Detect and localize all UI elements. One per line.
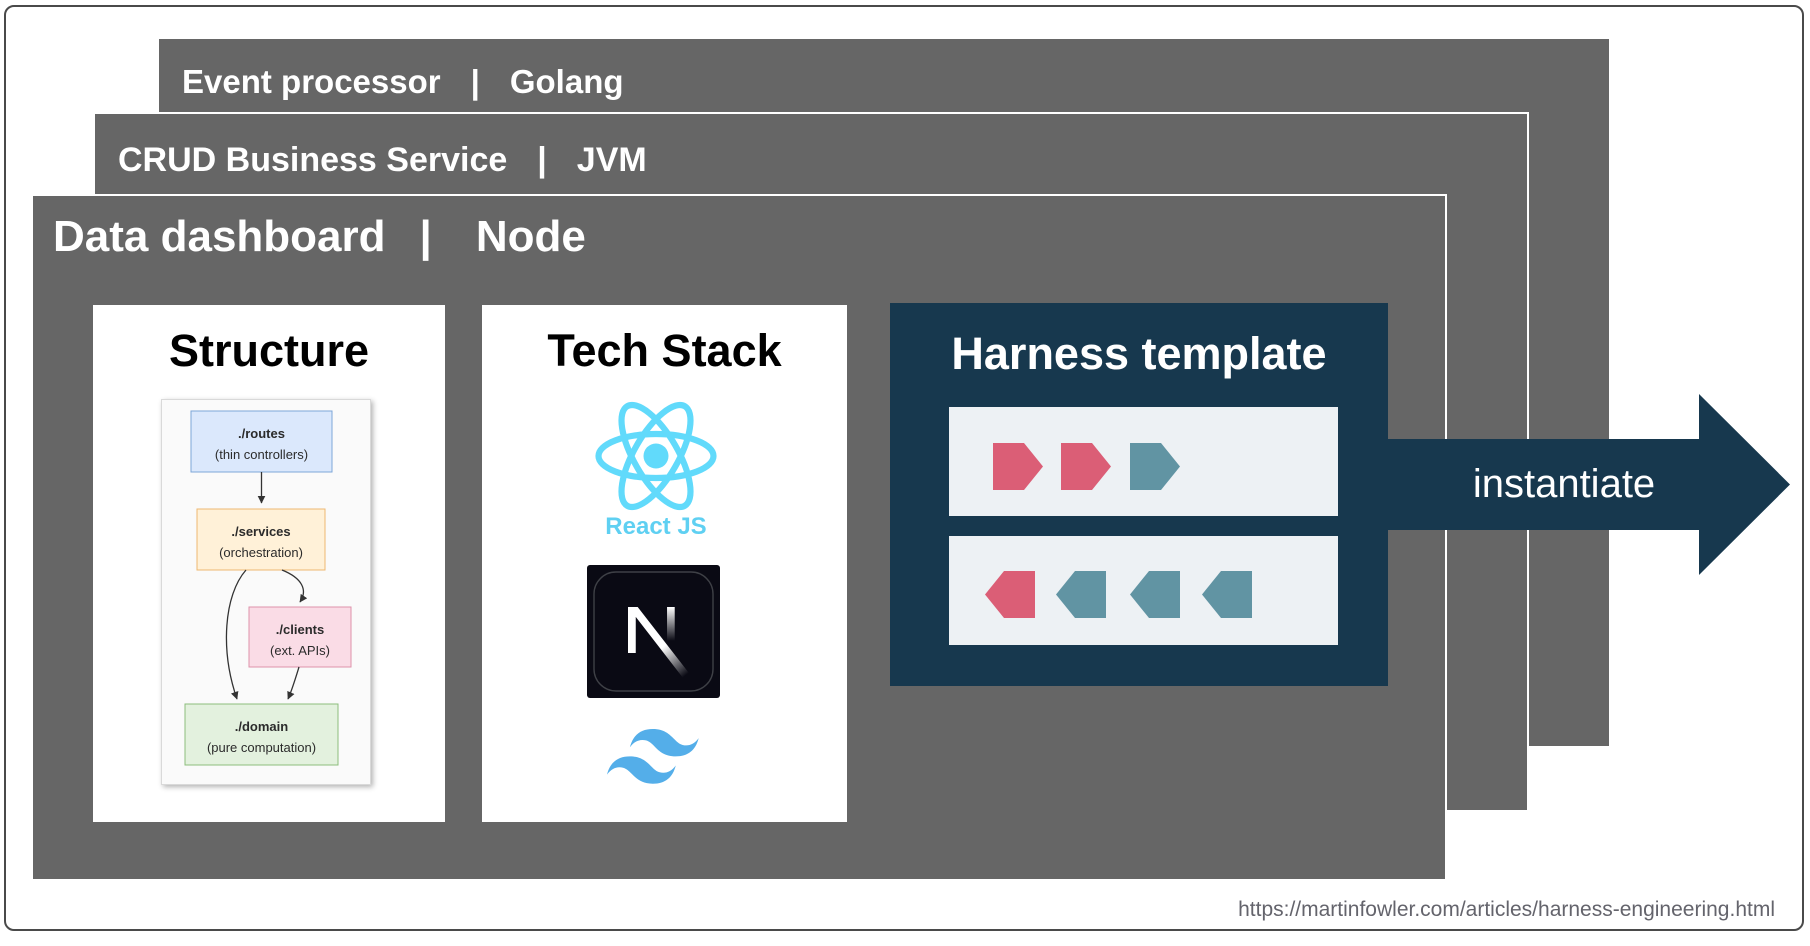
svg-text:./services: ./services <box>231 524 290 539</box>
svg-text:./routes: ./routes <box>238 426 285 441</box>
svg-text:(pure computation): (pure computation) <box>207 740 316 755</box>
svg-text:(orchestration): (orchestration) <box>219 545 303 560</box>
svg-text:./domain: ./domain <box>235 719 289 734</box>
svg-text:./clients: ./clients <box>276 622 324 637</box>
svg-text:(thin controllers): (thin controllers) <box>215 447 308 462</box>
svg-text:(ext. APIs): (ext. APIs) <box>270 643 330 658</box>
